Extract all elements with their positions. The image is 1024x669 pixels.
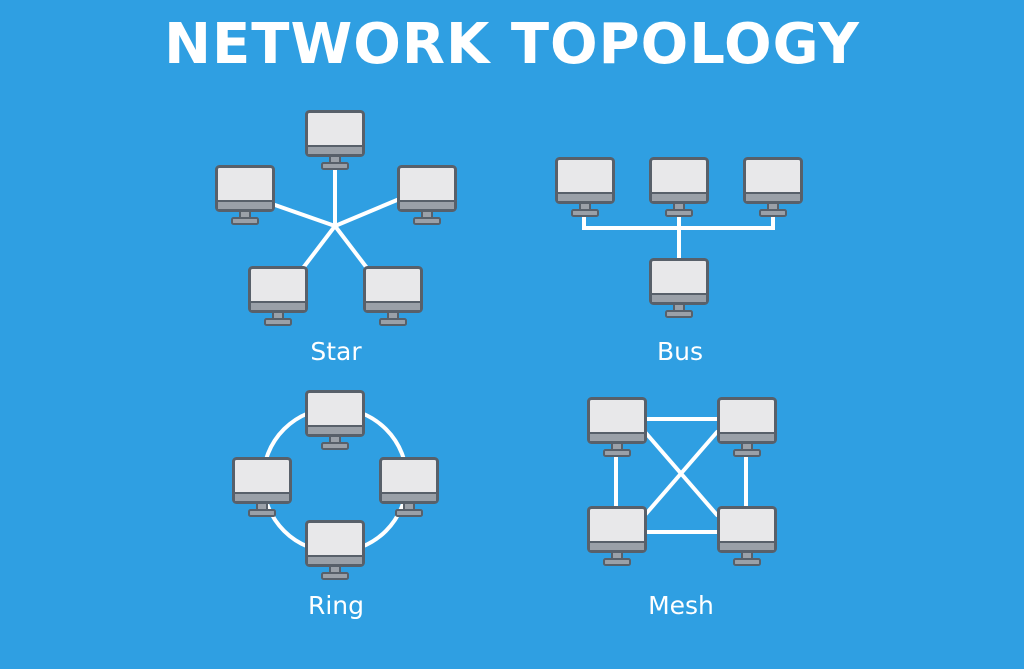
star-link — [301, 224, 337, 270]
computer-monitor-icon — [743, 157, 803, 219]
computer-monitor-icon — [215, 165, 275, 227]
computer-monitor-icon — [305, 390, 365, 452]
computer-monitor-icon — [717, 397, 777, 459]
computer-monitor-icon — [305, 520, 365, 582]
computer-monitor-icon — [587, 397, 647, 459]
star-link — [333, 224, 369, 270]
mesh-label: Mesh — [648, 591, 714, 620]
page-title: NETWORK TOPOLOGY — [164, 12, 860, 77]
computer-monitor-icon — [248, 266, 308, 328]
star-links — [273, 168, 399, 270]
mesh-link — [643, 430, 719, 517]
mesh-links — [614, 417, 748, 534]
computer-monitor-icon — [555, 157, 615, 219]
computer-monitor-icon — [587, 506, 647, 568]
computer-monitor-icon — [717, 506, 777, 568]
computer-monitor-icon — [232, 457, 292, 519]
star-link — [273, 203, 337, 228]
computer-monitor-icon — [305, 110, 365, 172]
bus-links — [582, 214, 775, 260]
computer-monitor-icon — [649, 157, 709, 219]
computer-monitor-icon — [649, 258, 709, 320]
computer-monitor-icon — [397, 165, 457, 227]
star-label: Star — [310, 337, 362, 366]
ring-label: Ring — [307, 591, 365, 620]
computer-monitor-icon — [363, 266, 423, 328]
computer-monitor-icon — [379, 457, 439, 519]
star-link — [333, 198, 399, 228]
bus-label: Bus — [656, 337, 704, 366]
